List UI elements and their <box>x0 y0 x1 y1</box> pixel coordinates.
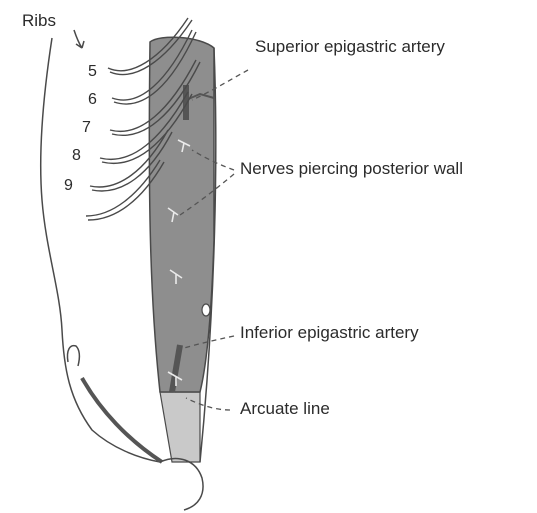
sheath-lower-light <box>160 392 200 462</box>
ribs-arrow <box>74 30 84 48</box>
rib-number-8: 8 <box>72 147 81 164</box>
sheath-opening <box>202 304 210 316</box>
body-outline <box>41 38 160 462</box>
rib-number-5: 5 <box>88 63 97 80</box>
rib-number-9: 9 <box>64 177 73 194</box>
pelvis-outline <box>160 459 203 510</box>
arcuate-line-label: Arcuate line <box>240 399 330 418</box>
ribs-label: Ribs <box>22 11 56 30</box>
nerves-label: Nerves piercing posterior wall <box>240 159 463 178</box>
rib-number-6: 6 <box>88 91 97 108</box>
hip-hook <box>67 346 79 366</box>
inferior-epigastric-label: Inferior epigastric artery <box>240 323 419 342</box>
superior-epigastric-label: Superior epigastric artery <box>255 37 445 56</box>
rib-number-7: 7 <box>82 119 91 136</box>
